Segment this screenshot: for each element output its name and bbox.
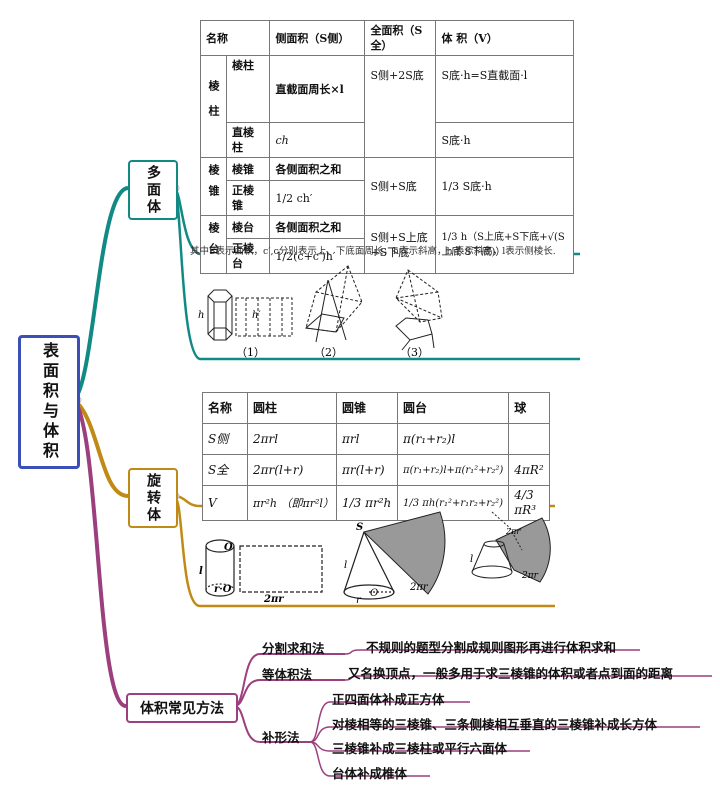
rt-sphere-lateral	[508, 423, 550, 455]
row-pyramid-volume: 1/3 S底·h	[435, 157, 574, 216]
row-frustum-volume: 1/3 h（S上底+S下底+√(S上底·S下底)）	[435, 215, 574, 274]
row-frustum-lateral: 各侧面积之和	[269, 215, 366, 239]
rt-cylinder-lateral: 2πrl	[247, 423, 337, 455]
fig3-caption: （3）	[400, 346, 429, 358]
cyl-O-bottom: r·O	[214, 584, 232, 595]
cone-O: O	[370, 588, 378, 599]
rt-cone-total: πr(l+r)	[336, 454, 398, 486]
method-split-desc: 不规则的题型分割成规则图形再进行体积求和	[366, 640, 617, 655]
polyhedron-table: 名称 侧面积（S侧） 全面积（S全） 体 积（V） 棱柱 棱柱 直截面周长×l …	[199, 20, 574, 274]
cone-S: S	[356, 522, 363, 533]
rt-row-volume-label: V	[202, 485, 248, 521]
complement-sub-4: 台体补成椎体	[332, 766, 408, 781]
rotation-unfold-figures: O l r·O 2πr S l O r 2πr 2πr′ l 2πr	[199, 511, 551, 604]
row-regular-frustum-lateral: 1/2(c+c′)h′	[269, 238, 366, 274]
row-right-prism-lateral: ch	[269, 122, 366, 158]
frustum-top-arc: 2πr′	[505, 527, 522, 536]
cone-r: r	[356, 595, 362, 604]
rt-header-name: 名称	[202, 392, 248, 424]
method-equal-volume-desc: 又名换顶点，一般多用于求三棱锥的体积或者点到面的距离	[348, 666, 674, 681]
header-volume: 体 积（V）	[435, 20, 574, 56]
method-complement-label[interactable]: 补形法	[262, 730, 300, 745]
polyhedron-unfold-figures: h h′ （1） （2） （3）	[198, 265, 443, 358]
rt-cone-lateral: πrl	[336, 423, 398, 455]
row-right-prism-name: 直棱柱	[225, 122, 271, 158]
header-name: 名称	[199, 20, 271, 56]
rt-header-cylinder: 圆柱	[247, 392, 337, 424]
rt-cone-volume: 1/3 πr²h	[336, 485, 398, 521]
complement-sub-1: 正四面体补成正方体	[332, 692, 445, 707]
cyl-width: 2πr	[263, 594, 284, 604]
row-prism-lateral: 直截面周长×l	[269, 55, 366, 123]
group-prism: 棱柱	[200, 55, 227, 158]
header-lateral: 侧面积（S侧）	[269, 20, 366, 56]
branch-polyhedron[interactable]: 多面体	[128, 160, 178, 220]
fig1-h-label: h	[198, 310, 204, 321]
frustum-l: l	[470, 554, 473, 565]
rt-sphere-total: 4πR²	[508, 454, 550, 486]
complement-sub-3: 三棱锥补成三棱柱或平行六面体	[332, 741, 508, 756]
fig1-hprime-label: h′	[252, 310, 261, 321]
rt-frustum-total: π(r₁+r₂)l+π(r₁²+r₂²)	[396, 454, 510, 486]
group-frustum: 棱台	[200, 215, 227, 274]
method-equal-volume-label[interactable]: 等体积法	[262, 667, 313, 682]
row-prism-total: S侧+2S底	[364, 55, 437, 158]
fig1-caption: （1）	[236, 346, 265, 358]
rt-header-sphere: 球	[508, 392, 550, 424]
polyhedron-note: 其中S表示面积，c′,c分别表示上、下底面周长，h表示斜高，h′表示斜高，l表示…	[190, 246, 556, 257]
row-pyramid-lateral: 各侧面积之和	[269, 157, 366, 181]
cyl-O-top: O	[224, 542, 233, 553]
complement-sub-2: 对棱相等的三棱锥、三条侧棱相互垂直的三棱锥补成长方体	[332, 717, 658, 732]
rt-cylinder-total: 2πr(l+r)	[247, 454, 337, 486]
method-split-label[interactable]: 分割求和法	[262, 641, 325, 656]
cone-arc: 2πr	[409, 582, 429, 593]
row-prism-volume: S底·h=S直截面·l	[435, 55, 574, 123]
row-pyramid-name: 棱锥	[225, 157, 271, 181]
branch-rotation-label: 旋转体	[145, 472, 161, 524]
rotation-table: 名称 圆柱 圆锥 圆台 球 S侧 2πrl πrl π(r₁+r₂)l S全 2…	[202, 392, 550, 521]
row-frustum-name: 棱台	[225, 215, 271, 239]
row-regular-frustum-name: 正棱台	[225, 238, 271, 274]
group-pyramid: 棱锥	[200, 157, 227, 216]
rt-header-frustum: 圆台	[396, 392, 510, 424]
row-prism-name: 棱柱	[225, 55, 271, 123]
rt-cylinder-volume: πr²h （即πr²l）	[247, 485, 337, 521]
branch-methods-label: 体积常见方法	[140, 701, 224, 717]
root-label: 表面积与体积	[40, 342, 59, 462]
row-regular-pyramid-name: 正棱锥	[225, 180, 271, 216]
rt-row-lateral-label: S侧	[202, 423, 248, 455]
cone-l: l	[344, 560, 347, 571]
fig2-caption: （2）	[314, 346, 343, 358]
rt-frustum-lateral: π(r₁+r₂)l	[396, 423, 510, 455]
rt-header-cone: 圆锥	[336, 392, 398, 424]
cyl-l: l	[199, 566, 203, 577]
frustum-arc: 2πr	[521, 571, 539, 581]
rt-row-total-label: S全	[202, 454, 248, 486]
branch-polyhedron-label: 多面体	[145, 164, 161, 216]
rt-frustum-volume: 1/3 πh(r₁²+r₁r₂+r₂²)	[396, 485, 510, 521]
header-total: 全面积（S全）	[364, 20, 437, 56]
row-regular-pyramid-lateral: 1/2 ch′	[269, 180, 366, 216]
branch-rotation-solid[interactable]: 旋转体	[128, 468, 178, 528]
row-frustum-total: S侧+S上底+S下底	[364, 215, 437, 274]
root-node[interactable]: 表面积与体积	[18, 335, 80, 469]
row-right-prism-volume: S底·h	[435, 122, 574, 158]
rt-sphere-volume: 4/3 πR³	[508, 485, 550, 521]
row-pyramid-total: S侧+S底	[364, 157, 437, 216]
branch-volume-methods[interactable]: 体积常见方法	[126, 693, 238, 723]
